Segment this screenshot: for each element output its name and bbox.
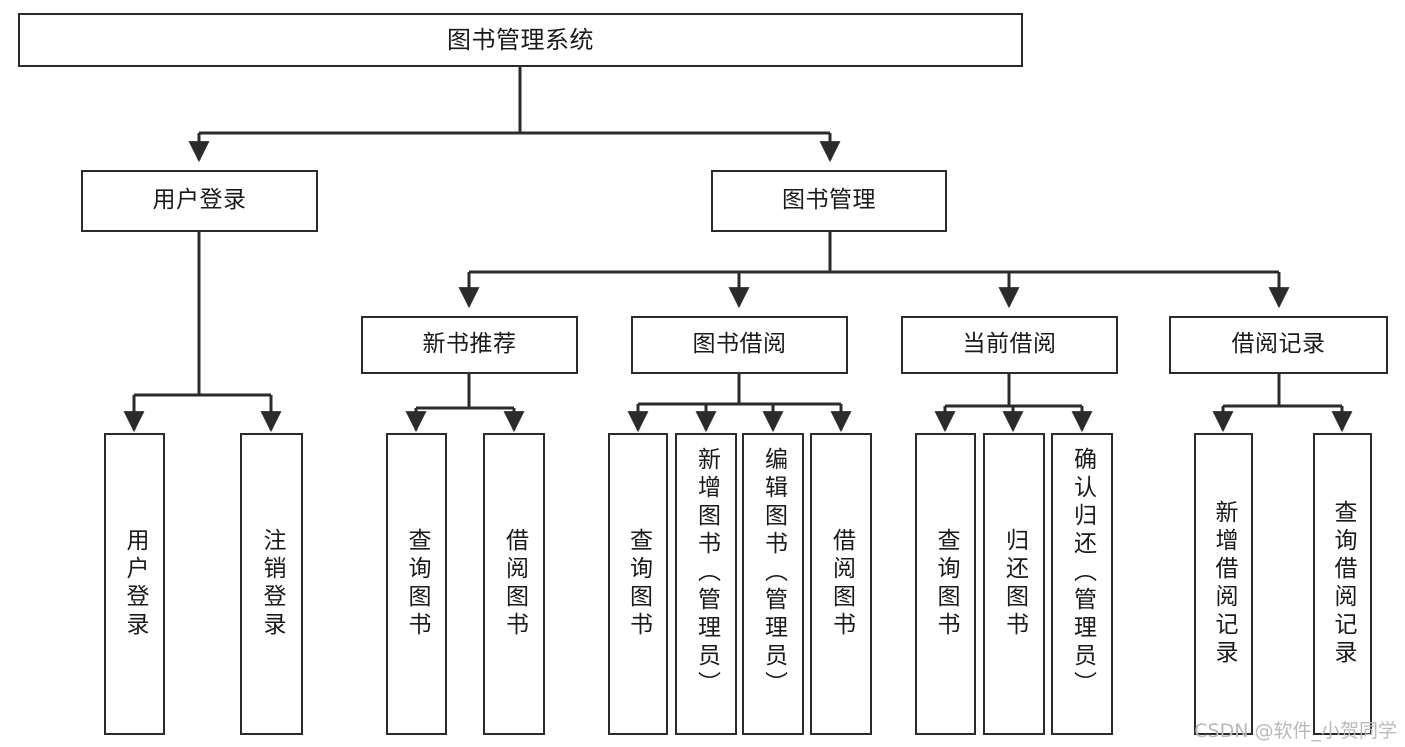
node-root-label: 图书管理系统 — [447, 25, 594, 54]
leaf-current-query-book-label: 查询图书 — [933, 528, 959, 640]
node-book-management[interactable]: 图书管理 — [711, 170, 947, 232]
leaf-record-add-record[interactable]: 新增借阅记录 — [1194, 433, 1253, 735]
leaf-current-return-book[interactable]: 归还图书 — [983, 433, 1045, 735]
node-book-borrow-label: 图书借阅 — [692, 331, 787, 358]
leaf-current-confirm-return[interactable]: 确认归还（管理员） — [1051, 433, 1113, 735]
leaf-borrow-query-book-label: 查询图书 — [625, 528, 652, 640]
leaf-user-logout[interactable]: 注销登录 — [240, 433, 303, 735]
leaf-recommend-query-book-label: 查询图书 — [404, 528, 430, 640]
leaf-user-login[interactable]: 用户登录 — [104, 433, 165, 735]
leaf-borrow-borrow-book-label: 借阅图书 — [828, 528, 855, 640]
leaf-record-query-record-label: 查询借阅记录 — [1330, 500, 1356, 668]
leaf-borrow-add-book-label: 新增图书（管理员） — [693, 447, 720, 699]
leaf-record-query-record[interactable]: 查询借阅记录 — [1313, 433, 1372, 735]
leaf-recommend-borrow-book[interactable]: 借阅图书 — [483, 433, 545, 735]
node-book-borrow[interactable]: 图书借阅 — [631, 316, 848, 374]
leaf-borrow-query-book[interactable]: 查询图书 — [608, 433, 668, 735]
node-new-book-recommend-label: 新书推荐 — [422, 331, 517, 358]
leaf-current-query-book[interactable]: 查询图书 — [915, 433, 976, 735]
leaf-recommend-borrow-book-label: 借阅图书 — [501, 528, 528, 640]
node-root[interactable]: 图书管理系统 — [18, 13, 1023, 67]
csdn-watermark: CSDN @软件_小贺同学 — [1194, 720, 1397, 742]
leaf-user-logout-label: 注销登录 — [259, 528, 285, 640]
node-current-borrow-label: 当前借阅 — [962, 331, 1057, 358]
leaf-borrow-add-book[interactable]: 新增图书（管理员） — [675, 433, 737, 735]
leaf-user-login-label: 用户登录 — [122, 528, 148, 640]
leaf-current-return-book-label: 归还图书 — [1001, 528, 1028, 640]
node-user-login-label: 用户登录 — [152, 187, 247, 214]
leaf-current-confirm-return-label: 确认归还（管理员） — [1069, 447, 1096, 699]
leaf-borrow-borrow-book[interactable]: 借阅图书 — [810, 433, 872, 735]
node-user-login[interactable]: 用户登录 — [81, 170, 318, 232]
leaf-borrow-edit-book-label: 编辑图书（管理员） — [760, 447, 787, 699]
node-borrow-record[interactable]: 借阅记录 — [1169, 316, 1388, 374]
node-current-borrow[interactable]: 当前借阅 — [901, 316, 1118, 374]
node-new-book-recommend[interactable]: 新书推荐 — [361, 316, 578, 374]
leaf-record-add-record-label: 新增借阅记录 — [1211, 500, 1237, 668]
node-book-management-label: 图书管理 — [782, 187, 876, 214]
leaf-recommend-query-book[interactable]: 查询图书 — [386, 433, 447, 735]
leaf-borrow-edit-book[interactable]: 编辑图书（管理员） — [742, 433, 804, 735]
node-borrow-record-label: 借阅记录 — [1231, 331, 1326, 358]
